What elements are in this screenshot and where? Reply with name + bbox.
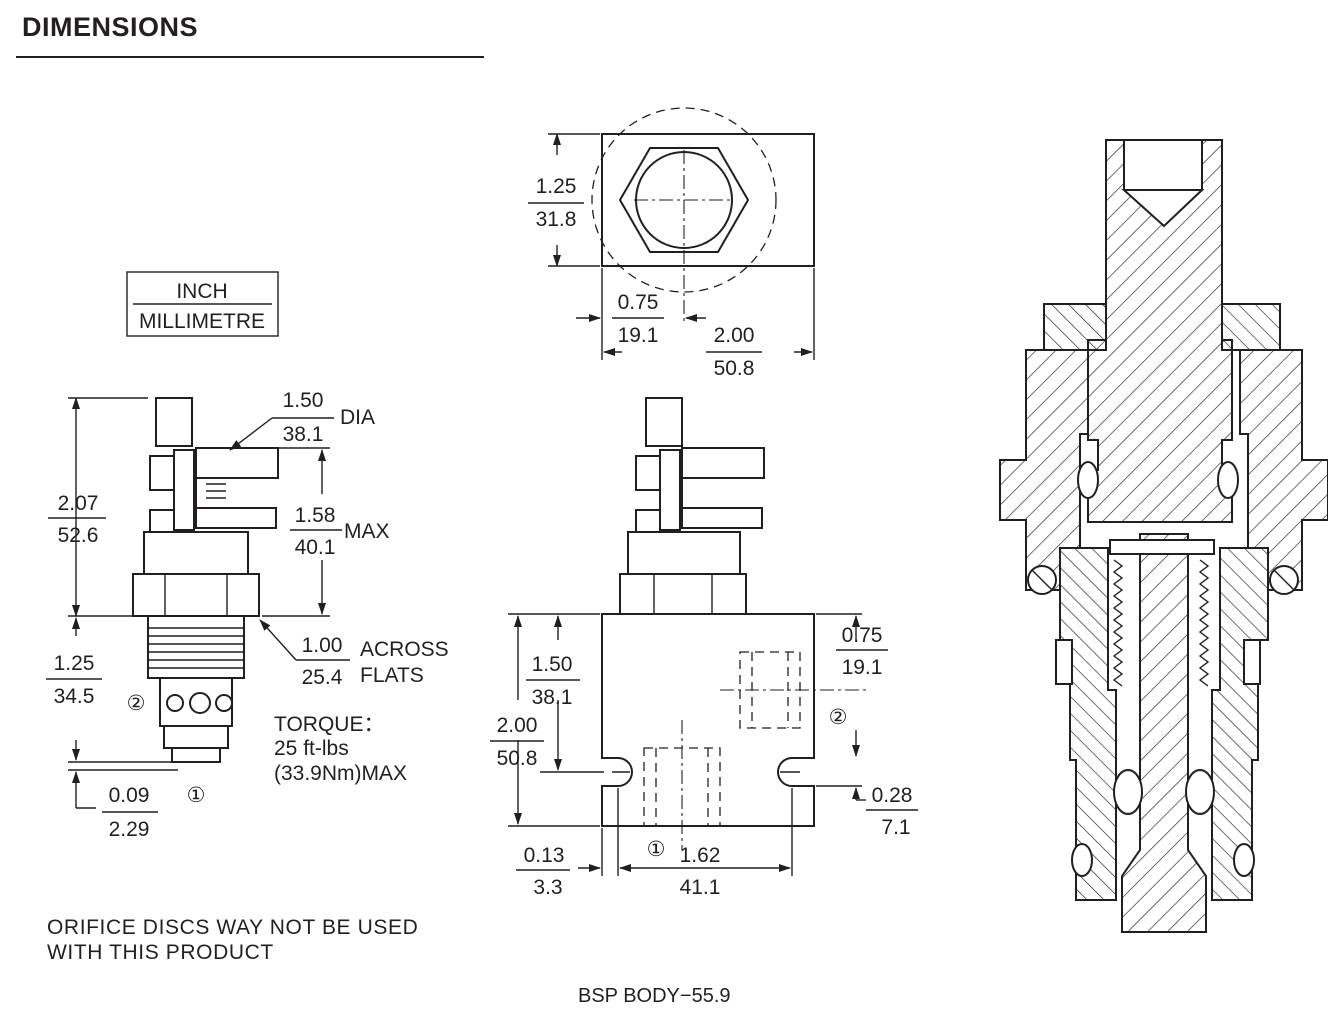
side-dia-inch: 1.50 xyxy=(283,389,324,412)
side-dia-mm: 38.1 xyxy=(283,423,324,446)
unit-inch-label: INCH xyxy=(176,280,227,303)
front-holes-mm: 41.1 xyxy=(680,876,721,899)
orifice-note-line-2: WITH THIS PRODUCT xyxy=(47,941,274,964)
torque-value-nm: (33.9Nm)MAX xyxy=(274,762,407,785)
top-height-mm: 31.8 xyxy=(536,208,577,231)
section-view xyxy=(999,139,1328,933)
front-body-height-mm: 50.8 xyxy=(497,747,538,770)
top-height-inch: 1.25 xyxy=(536,175,577,198)
side-overall-inch: 2.07 xyxy=(58,492,99,515)
thread-lines xyxy=(148,627,244,669)
unit-legend: INCH MILLIMETRE xyxy=(126,271,279,337)
torque-value-ft-lbs: 25 ft-lbs xyxy=(274,737,349,760)
title-underline xyxy=(16,56,484,58)
side-max-mm: 40.1 xyxy=(295,536,336,559)
front-view: 1.50 38.1 2.00 50.8 0.75 19.1 0.28 7.1 0… xyxy=(490,397,918,899)
front-port2-offset-inch: 0.75 xyxy=(842,624,883,647)
unit-mm-label: MILLIMETRE xyxy=(139,310,265,333)
top-width-mm: 50.8 xyxy=(714,357,755,380)
side-view: 2.07 52.6 1.25 34.5 0.09 2.29 ① ② 1.50 3… xyxy=(46,389,449,841)
side-overall-mm: 52.6 xyxy=(58,524,99,547)
side-port-2: ② xyxy=(127,692,146,715)
front-port2-height-inch: 1.50 xyxy=(532,653,573,676)
orifice-note-line-1: ORIFICE DISCS WAY NOT BE USED xyxy=(47,916,419,939)
front-mount-mm: 7.1 xyxy=(881,816,910,839)
side-tip-mm: 2.29 xyxy=(109,818,150,841)
page-title: DIMENSIONS xyxy=(22,12,199,42)
side-flats-mm: 25.4 xyxy=(302,666,343,689)
footer-label: BSP BODY−55.9 xyxy=(578,985,731,1007)
side-flats-suffix-2: FLATS xyxy=(360,664,424,687)
front-port2-offset-mm: 19.1 xyxy=(842,656,883,679)
front-edge-inch: 0.13 xyxy=(524,844,565,867)
side-flats-inch: 1.00 xyxy=(302,634,343,657)
top-offset-inch: 0.75 xyxy=(618,291,659,314)
front-port-2: ② xyxy=(829,706,848,729)
front-mount-inch: 0.28 xyxy=(872,784,913,807)
spring-coils xyxy=(1112,559,1210,687)
front-holes-inch: 1.62 xyxy=(680,844,721,867)
side-tip-inch: 0.09 xyxy=(109,784,150,807)
side-port-1: ① xyxy=(187,784,206,807)
side-thread-mm: 34.5 xyxy=(54,685,95,708)
top-width-inch: 2.00 xyxy=(714,324,755,347)
side-dia-suffix: DIA xyxy=(340,406,375,429)
side-max-suffix: MAX xyxy=(344,520,390,543)
side-max-inch: 1.58 xyxy=(295,504,336,527)
top-view: 1.25 31.8 0.75 19.1 2.00 50.8 xyxy=(528,107,815,380)
top-offset-mm: 19.1 xyxy=(618,324,659,347)
front-port2-height-mm: 38.1 xyxy=(532,686,573,709)
orifice-note: ORIFICE DISCS WAY NOT BE USED WITH THIS … xyxy=(47,915,418,965)
front-port-1: ① xyxy=(647,838,666,861)
side-thread-inch: 1.25 xyxy=(54,652,95,675)
side-flats-suffix-1: ACROSS xyxy=(360,638,449,661)
front-body-height-inch: 2.00 xyxy=(497,714,538,737)
torque-label: TORQUE： xyxy=(274,713,384,736)
front-edge-mm: 3.3 xyxy=(533,876,562,899)
